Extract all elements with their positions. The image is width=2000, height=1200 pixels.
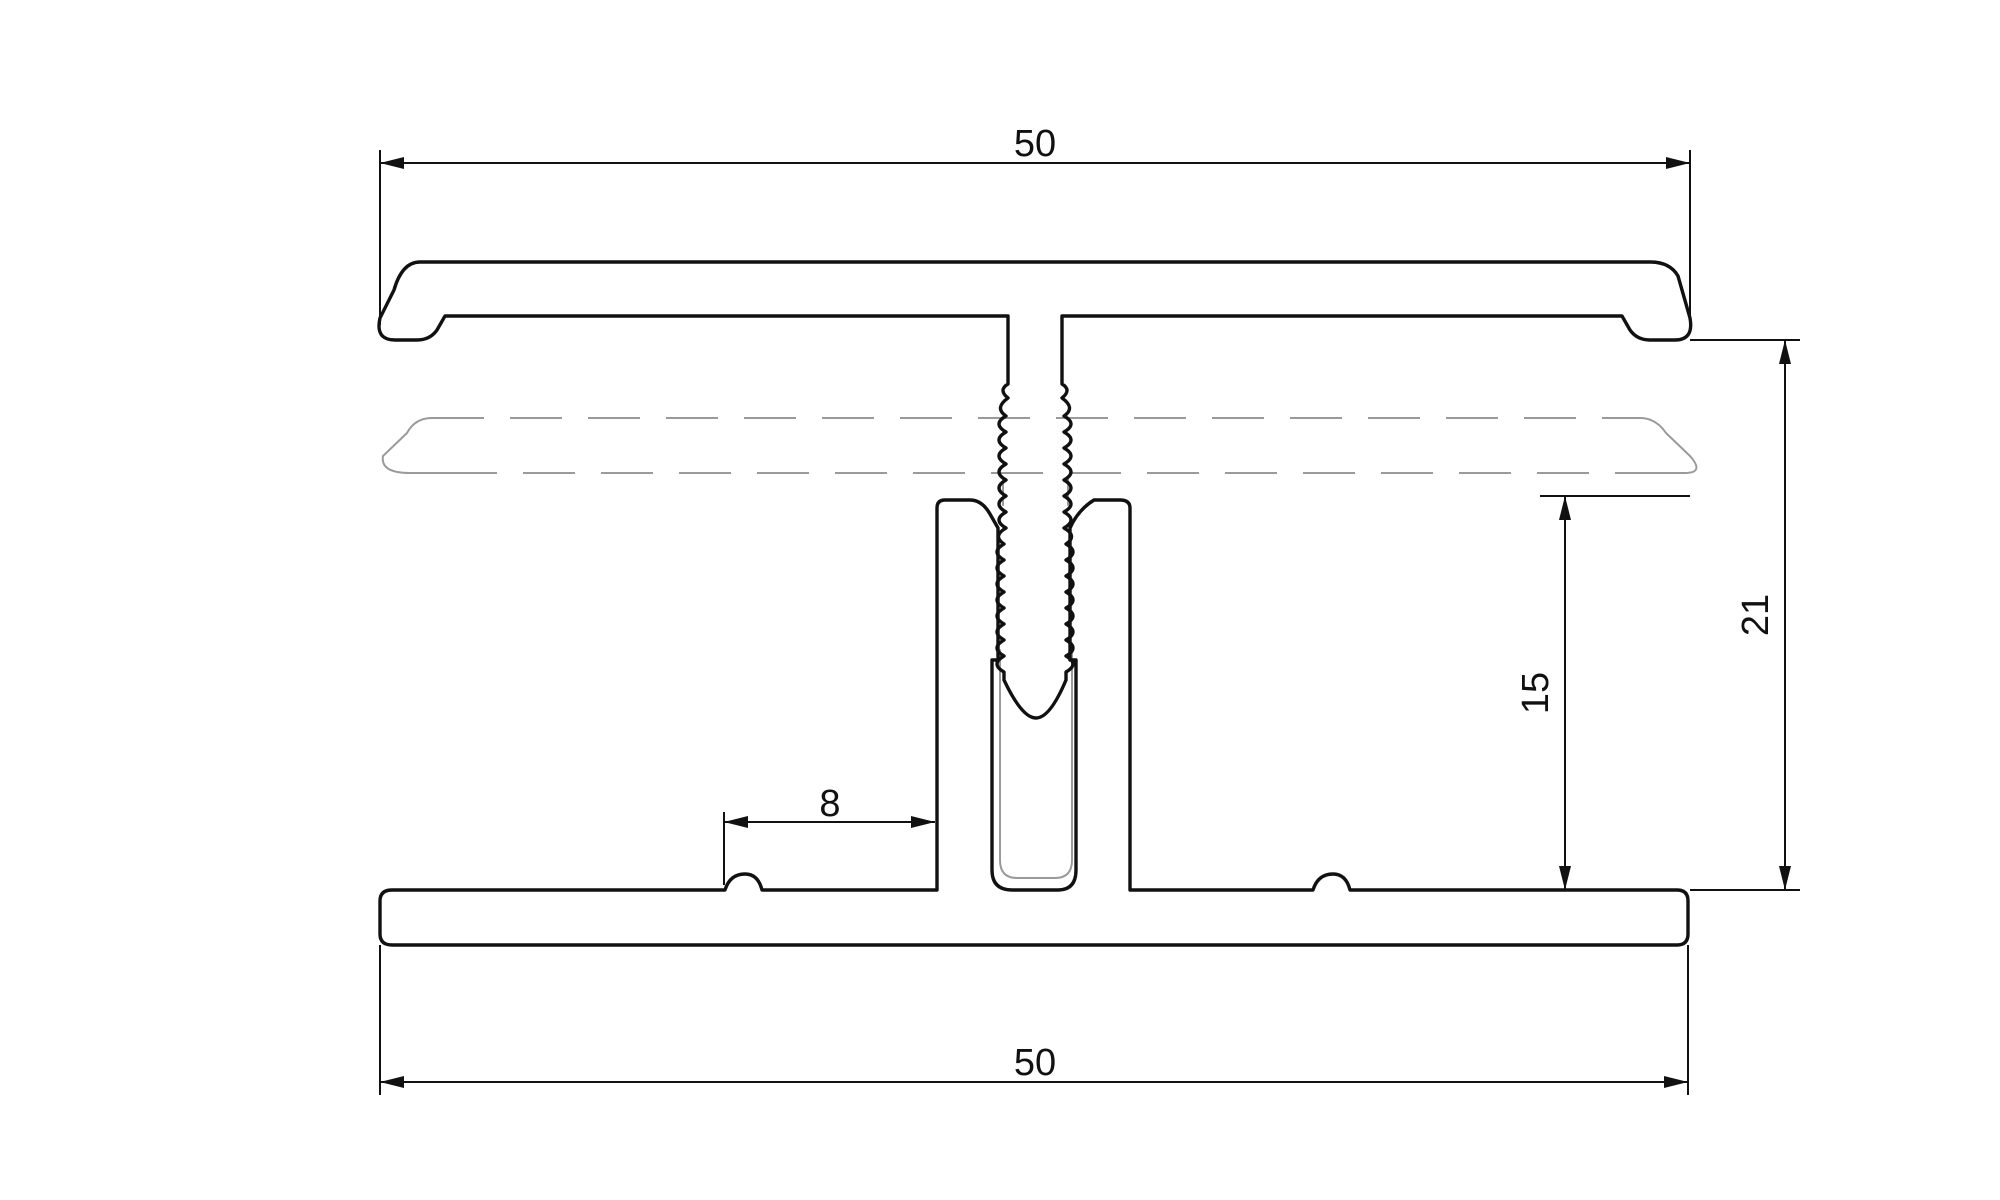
ghost-cap-left-end	[381, 417, 434, 474]
dimension-total-height: 21	[1690, 339, 1800, 891]
dim-15-value: 15	[1515, 672, 1557, 714]
ghost-cap-right-end	[1639, 417, 1698, 474]
dim-bottom-value: 50	[1014, 1042, 1056, 1084]
dim-fin-arrow-right	[911, 816, 935, 828]
ghost-stem-tip	[999, 649, 1073, 879]
dim-fin-value: 8	[819, 783, 840, 825]
dim-fin-arrow-left	[724, 816, 748, 828]
dimension-open-height: 15	[1515, 495, 1690, 891]
dim-top-value: 50	[1014, 123, 1056, 165]
ghost-cap-position	[381, 417, 1698, 879]
dim-15-arrow-bottom	[1559, 866, 1571, 890]
dim-15-arrow-top	[1559, 496, 1571, 520]
top-cap-profile	[377, 260, 1693, 720]
dim-bottom-arrow-right	[1664, 1076, 1688, 1088]
dimension-fin-offset: 8	[723, 783, 935, 885]
dimension-top-width: 50	[379, 123, 1691, 325]
dim-top-arrow-right	[1666, 157, 1690, 169]
dim-21-arrow-top	[1779, 340, 1791, 364]
dim-top-arrow-left	[380, 157, 404, 169]
bottom-base-profile	[378, 498, 1690, 947]
dim-21-value: 21	[1735, 594, 1777, 636]
dimension-bottom-width: 50	[379, 945, 1689, 1095]
dim-21-arrow-bottom	[1779, 866, 1791, 890]
dim-bottom-arrow-left	[380, 1076, 404, 1088]
